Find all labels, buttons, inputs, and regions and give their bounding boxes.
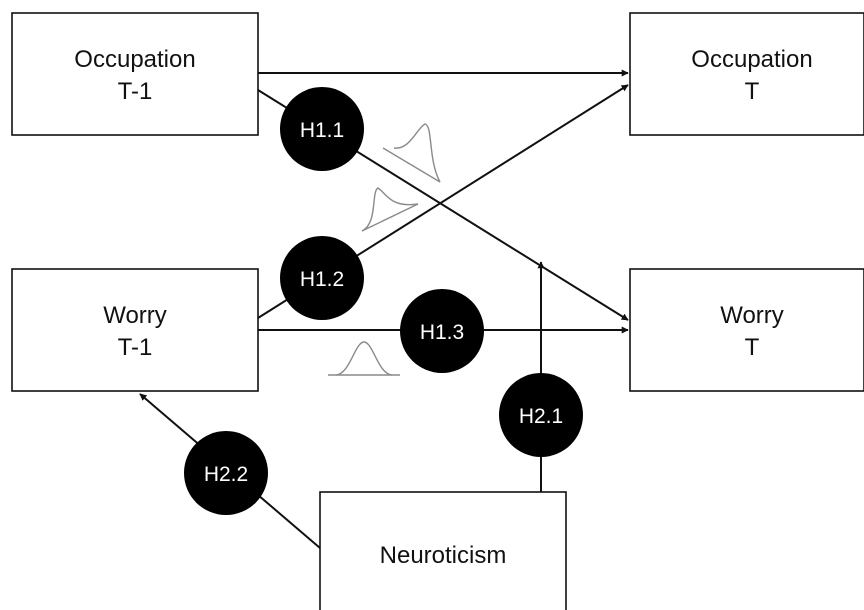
hypothesis-label: H1.3: [420, 321, 464, 344]
node-neuroticism-label: Neuroticism: [380, 542, 507, 569]
node-occupation-t-time: T: [745, 78, 760, 105]
node-worry-t1: Worry T-1: [11, 268, 259, 392]
node-occupation-t1-time: T-1: [118, 78, 153, 105]
node-neuroticism: Neuroticism: [319, 491, 567, 610]
hypothesis-badge-h2-1: H2.1: [499, 373, 583, 457]
distribution-curve-icon: [328, 341, 400, 376]
node-occupation-t1: Occupation T-1: [11, 12, 259, 136]
hypothesis-label: H2.2: [204, 463, 248, 486]
hypothesis-badge-h1-1: H1.1: [280, 87, 364, 171]
distribution-curve-icon: [382, 123, 441, 183]
hypothesis-badge-h1-3: H1.3: [400, 289, 484, 373]
hypothesis-label: H2.1: [519, 405, 563, 428]
node-worry-t: Worry T: [629, 268, 864, 392]
node-worry-t1-label: Worry: [103, 302, 167, 329]
node-worry-t-label: Worry: [720, 302, 784, 329]
hypothesis-badge-h1-2: H1.2: [280, 236, 364, 320]
node-occupation-t1-label: Occupation: [74, 46, 195, 73]
node-worry-t-time: T: [745, 334, 760, 361]
hypothesis-badge-h2-2: H2.2: [184, 431, 268, 515]
hypothesis-label: H1.2: [300, 268, 344, 291]
node-occupation-t: Occupation T: [629, 12, 864, 136]
node-worry-t1-time: T-1: [118, 334, 153, 361]
node-occupation-t-label: Occupation: [691, 46, 812, 73]
distribution-curve-icon: [361, 187, 419, 232]
hypothesis-label: H1.1: [300, 119, 344, 142]
